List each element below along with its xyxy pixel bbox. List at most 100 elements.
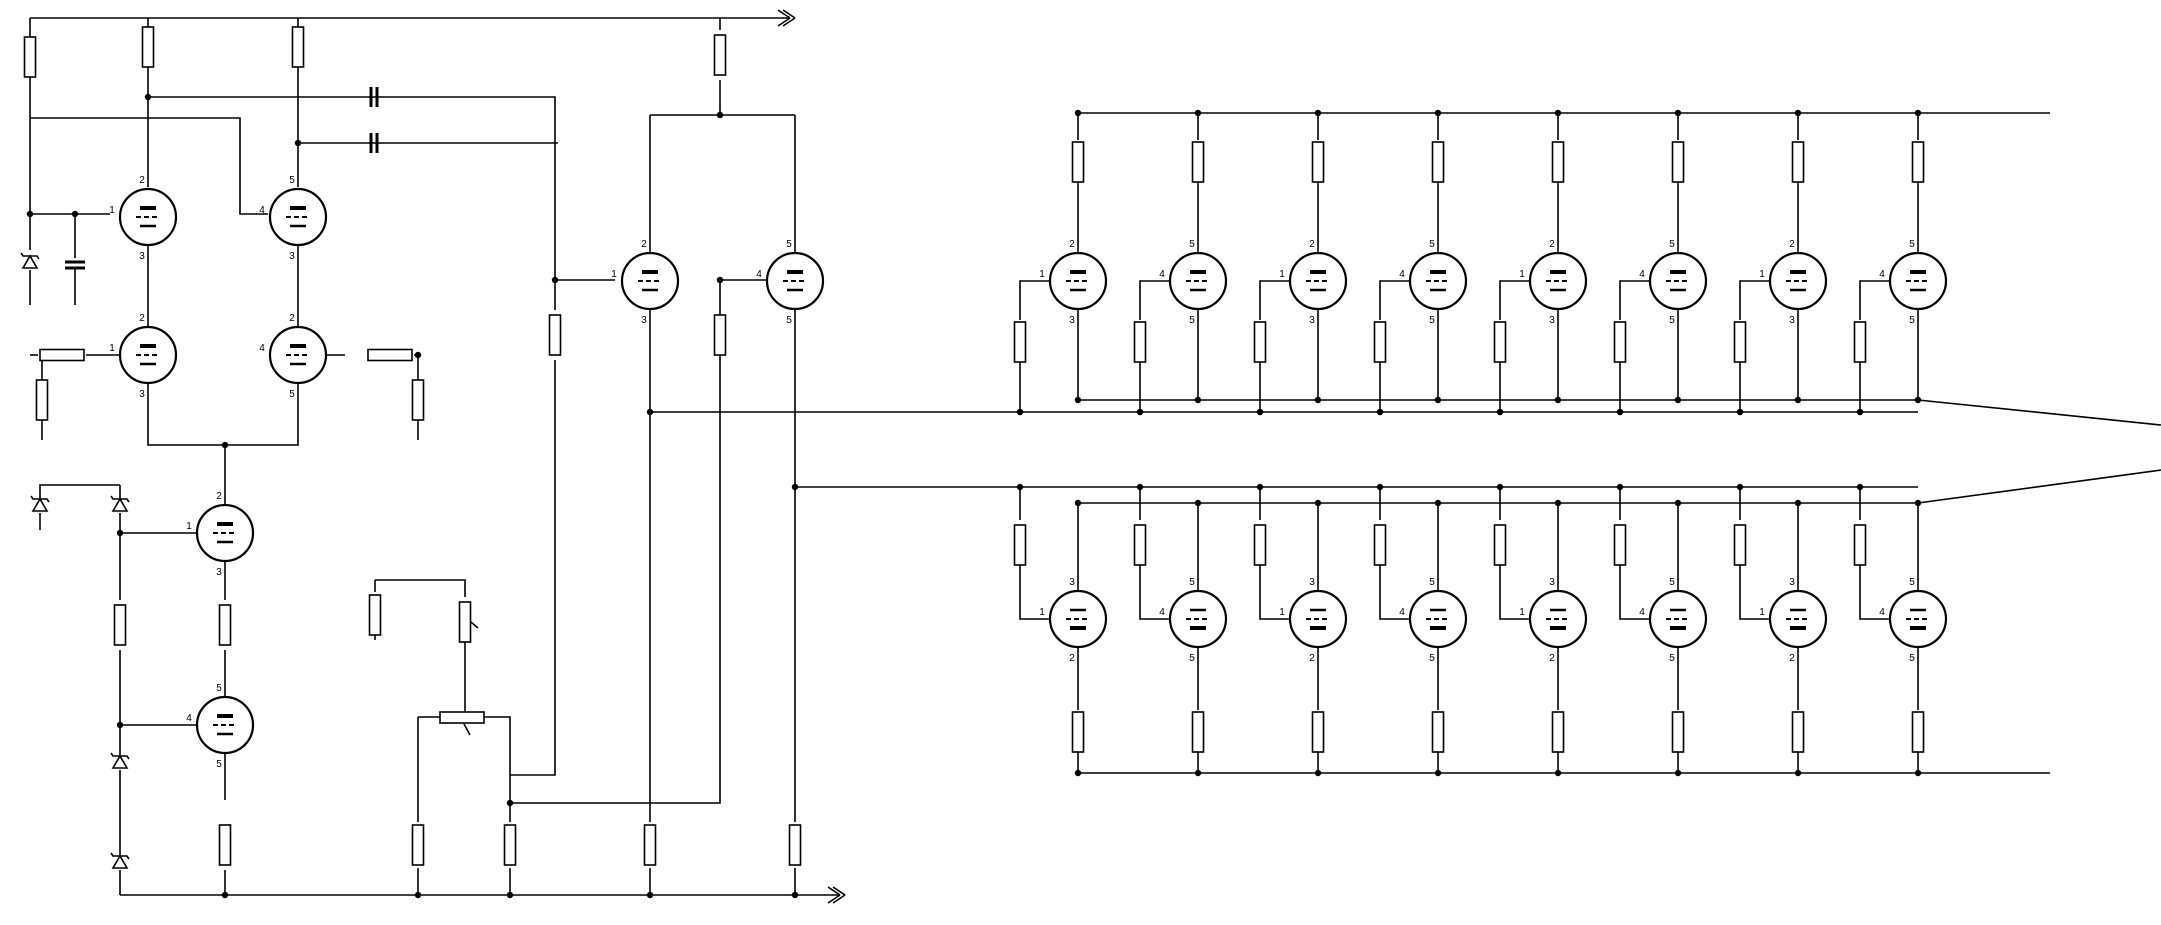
junction-dot bbox=[1856, 483, 1864, 491]
resistor-r35 bbox=[1613, 321, 1627, 363]
pin-number: 4 bbox=[1159, 269, 1165, 280]
junction-dot bbox=[1616, 483, 1624, 491]
pin-number: 3 bbox=[1549, 577, 1555, 588]
pin-number: 2 bbox=[641, 239, 647, 250]
pin-number: 4 bbox=[1639, 607, 1645, 618]
tube-v16a bbox=[1768, 589, 1828, 649]
pin-number: 5 bbox=[1429, 239, 1435, 250]
resistor-r46 bbox=[1253, 321, 1267, 363]
wire bbox=[1259, 280, 1290, 320]
wire bbox=[1739, 565, 1770, 620]
pin-number: 5 bbox=[1429, 653, 1435, 664]
zener-bar bbox=[110, 495, 130, 503]
resistor-r45 bbox=[1373, 321, 1387, 363]
junction-dot bbox=[1914, 769, 1922, 777]
pin-number: 5 bbox=[1669, 653, 1675, 664]
tube-v5a bbox=[620, 251, 680, 311]
tube-v2a bbox=[118, 187, 178, 247]
wiper-arrow bbox=[470, 621, 479, 629]
junction-dot bbox=[294, 139, 302, 147]
junction-dot bbox=[1256, 483, 1264, 491]
resistor-r18 bbox=[788, 824, 802, 866]
zener-diode-d6 bbox=[111, 497, 129, 512]
pin-number: 5 bbox=[1909, 577, 1915, 588]
resistor-r1 bbox=[1071, 141, 1085, 183]
wire bbox=[777, 9, 791, 19]
pin-number: 2 bbox=[1069, 239, 1075, 250]
junction-dot bbox=[1434, 769, 1442, 777]
tube-v7b bbox=[1168, 251, 1228, 311]
tube-v8b bbox=[1408, 251, 1468, 311]
resistor-r51 bbox=[23, 36, 37, 78]
resistor-r39 bbox=[1311, 711, 1325, 753]
tube-v15b bbox=[1648, 589, 1708, 649]
zener-diode-d7 bbox=[111, 854, 129, 869]
resistor-r3 bbox=[1311, 141, 1325, 183]
junction-dot bbox=[646, 891, 654, 899]
wire bbox=[1019, 565, 1050, 620]
pin-number: 3 bbox=[289, 251, 295, 262]
pin-number: 5 bbox=[1189, 315, 1195, 326]
junction-dot bbox=[506, 891, 514, 899]
resistor-r13 bbox=[218, 824, 232, 866]
wire bbox=[1619, 280, 1650, 320]
wire bbox=[777, 17, 791, 27]
pin-number: 5 bbox=[1909, 315, 1915, 326]
junction-dot bbox=[1194, 769, 1202, 777]
zener-diode-d8 bbox=[111, 754, 129, 769]
resistor-r52 bbox=[411, 379, 425, 421]
tube-v3b bbox=[195, 695, 255, 755]
pin-number: 2 bbox=[1789, 653, 1795, 664]
resistor-r19 bbox=[548, 314, 562, 356]
pin-number: 5 bbox=[289, 175, 295, 186]
junction-dot bbox=[1016, 483, 1024, 491]
junction-dot bbox=[1616, 408, 1624, 416]
pin-number: 4 bbox=[1399, 269, 1405, 280]
pin-number: 5 bbox=[1909, 653, 1915, 664]
pin-number: 5 bbox=[1669, 315, 1675, 326]
tube-v9b bbox=[1648, 251, 1708, 311]
wire bbox=[484, 716, 511, 775]
wire bbox=[1739, 280, 1770, 320]
junction-dot bbox=[1554, 396, 1562, 404]
pin-number: 1 bbox=[109, 343, 115, 354]
pin-number: 2 bbox=[1069, 653, 1075, 664]
pin-number: 5 bbox=[1429, 315, 1435, 326]
resistor-r20 bbox=[713, 314, 727, 356]
junction-dot bbox=[1794, 396, 1802, 404]
wire bbox=[375, 579, 466, 597]
pin-number: 4 bbox=[1879, 607, 1885, 618]
wire bbox=[30, 117, 268, 215]
pin-number: 5 bbox=[786, 239, 792, 250]
pin-number: 1 bbox=[611, 269, 617, 280]
pin-number: 2 bbox=[1309, 653, 1315, 664]
tube-v5b bbox=[765, 251, 825, 311]
labels: 2135432132452135452135452132135455452132… bbox=[109, 175, 1915, 770]
resistor-r4 bbox=[1431, 141, 1445, 183]
resistor-r26 bbox=[503, 824, 517, 866]
pin-number: 1 bbox=[1519, 607, 1525, 618]
wire bbox=[1139, 280, 1170, 320]
pin-number: 4 bbox=[259, 343, 265, 354]
pin-number: 4 bbox=[1879, 269, 1885, 280]
wire bbox=[827, 886, 841, 896]
wire bbox=[782, 17, 796, 27]
pin-number: 2 bbox=[1549, 653, 1555, 664]
wire bbox=[1917, 469, 2161, 504]
resistor-r5 bbox=[1551, 141, 1565, 183]
zener-bar bbox=[110, 852, 130, 860]
pin-number: 5 bbox=[1909, 239, 1915, 250]
resistor-r44 bbox=[1911, 711, 1925, 753]
pin-number: 4 bbox=[1399, 607, 1405, 618]
junction-dot bbox=[1194, 499, 1202, 507]
pin-number: 5 bbox=[216, 683, 222, 694]
resistor-r23 bbox=[1733, 524, 1747, 566]
pin-number: 2 bbox=[139, 313, 145, 324]
tube-v13b bbox=[1168, 589, 1228, 649]
junction-dot bbox=[1856, 408, 1864, 416]
resistor-r33 bbox=[1853, 321, 1867, 363]
tube-v2b bbox=[268, 187, 328, 247]
resistor-r7 bbox=[1791, 141, 1805, 183]
resistor-r24 bbox=[1853, 524, 1867, 566]
wire bbox=[1019, 280, 1050, 320]
